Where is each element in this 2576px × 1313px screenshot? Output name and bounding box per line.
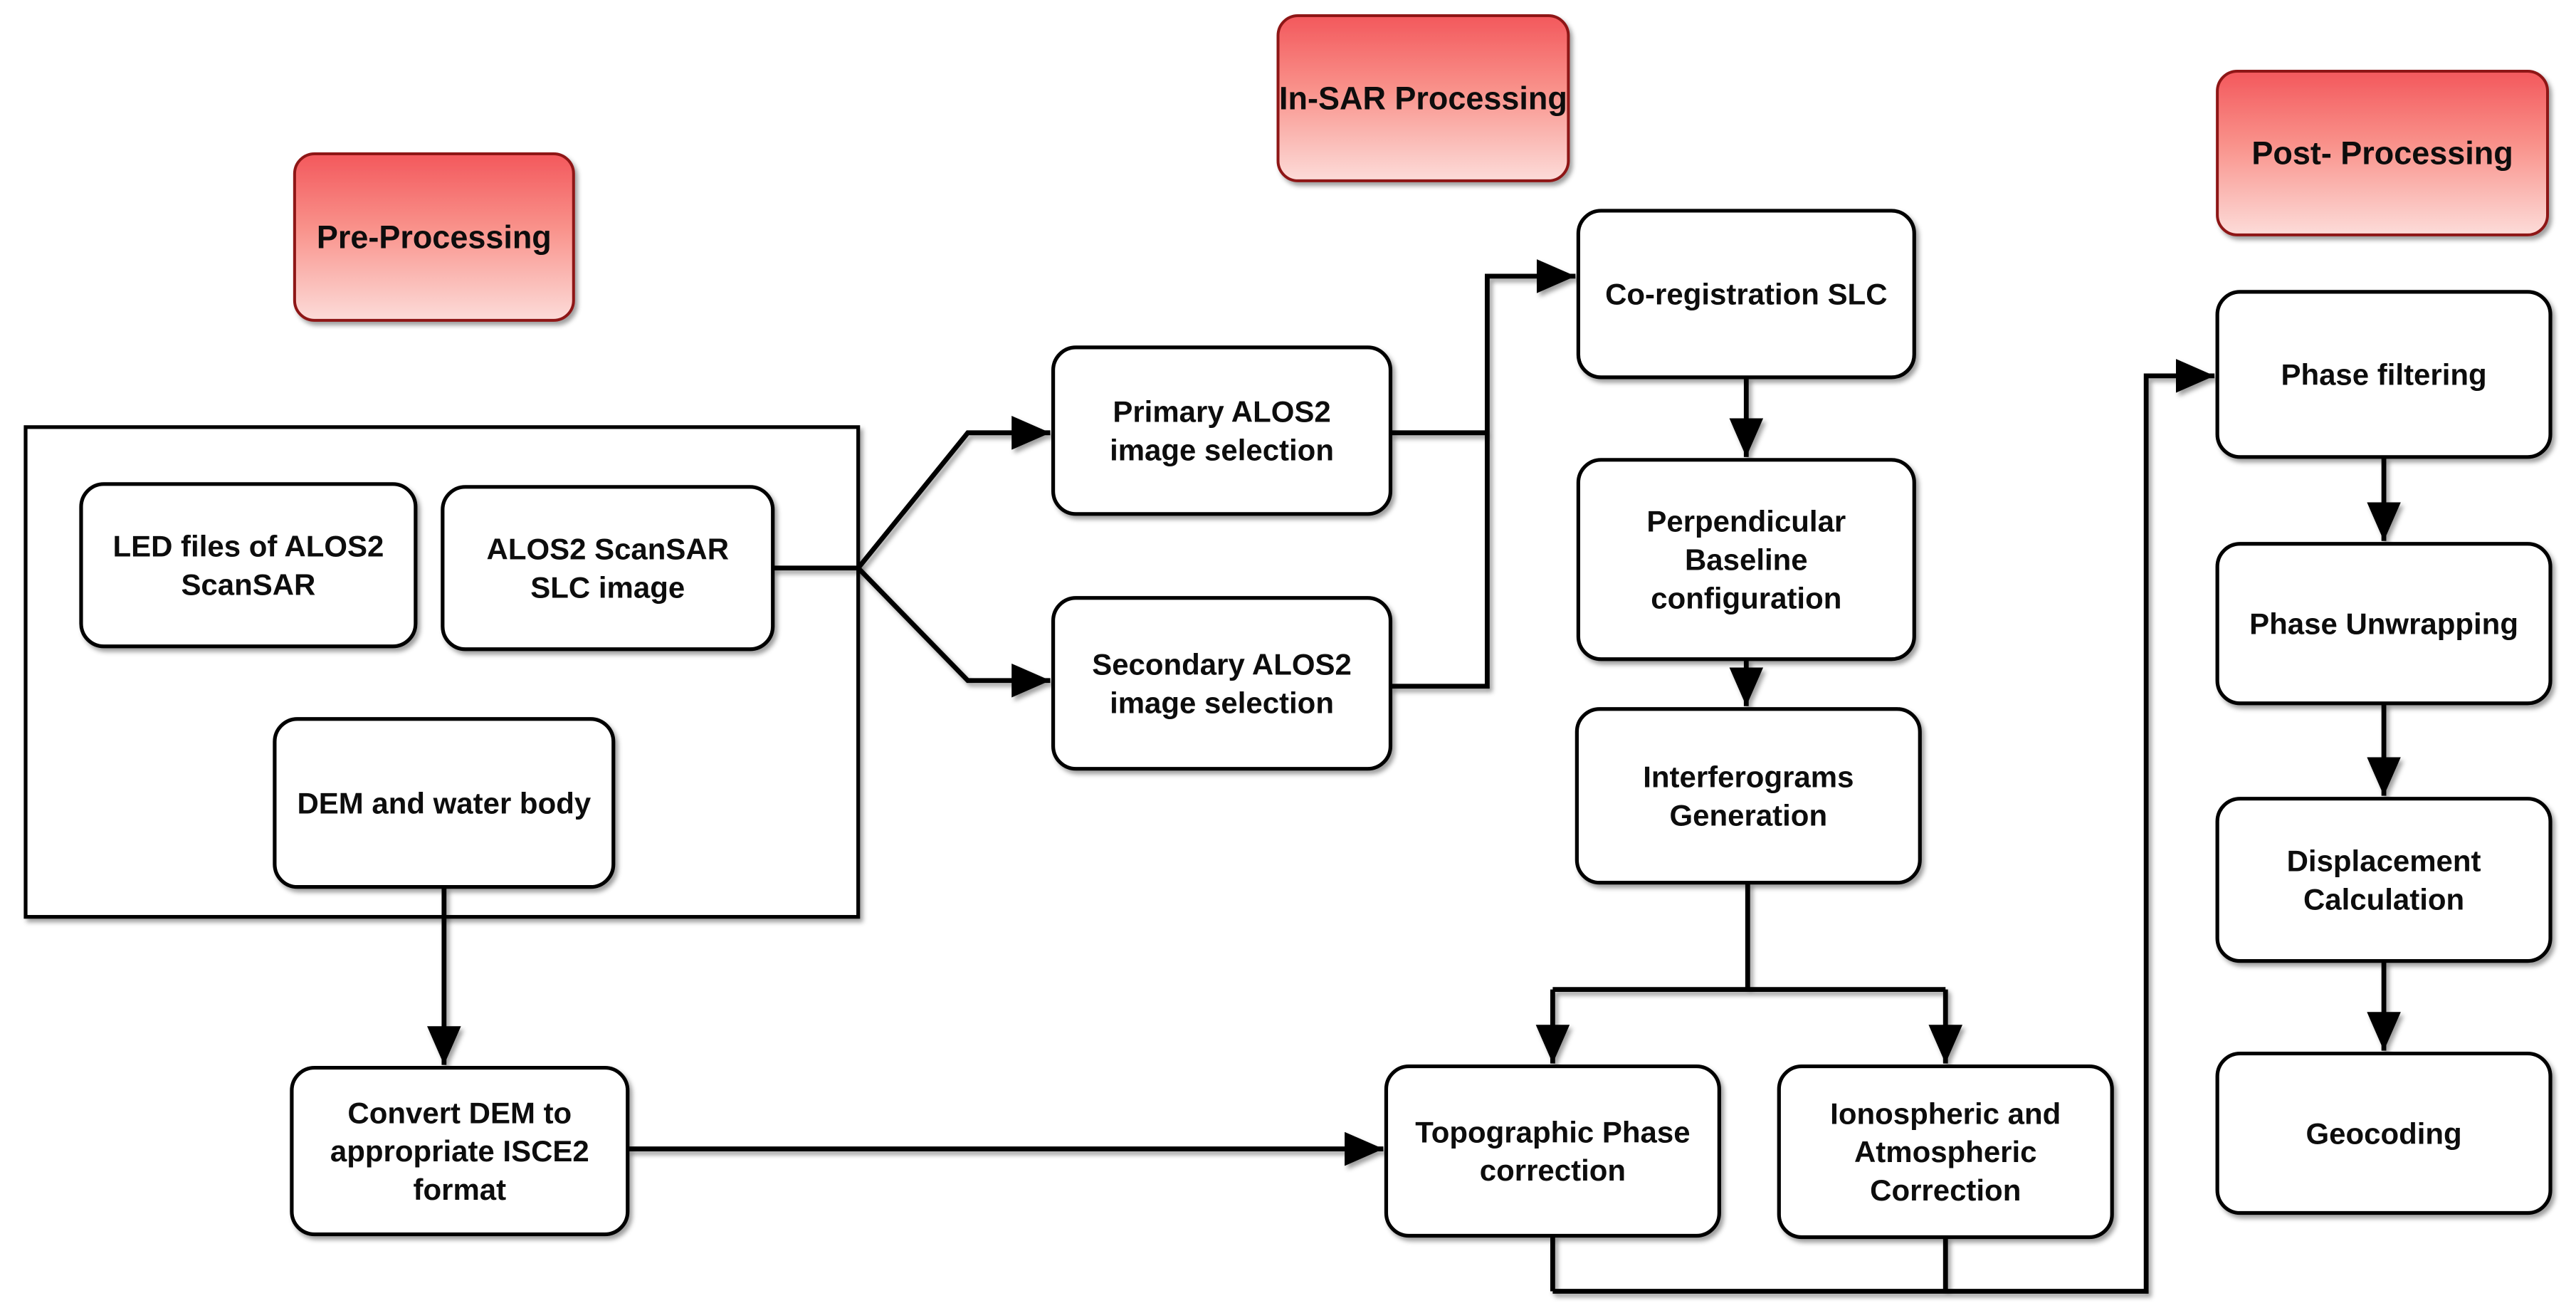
label-line: Ionospheric and bbox=[1830, 1097, 2061, 1130]
node-geocoding: Geocoding bbox=[2215, 1051, 2553, 1215]
node-box-convert-dem bbox=[290, 1065, 630, 1237]
label-line: correction bbox=[1480, 1154, 1626, 1187]
phase-header-pre-processing: Pre-Processing bbox=[293, 152, 575, 322]
label-line: Post- Processing bbox=[2251, 135, 2513, 172]
node-dem-water-body: DEM and water body bbox=[273, 717, 616, 889]
label-line: Atmospheric bbox=[1854, 1135, 2037, 1168]
edge-branch-to-primary bbox=[856, 416, 1051, 570]
node-slc-image: ALOS2 ScanSAR SLC image bbox=[441, 485, 775, 652]
label-line: Pre-Processing bbox=[317, 219, 552, 256]
label-line: Displacement bbox=[2287, 844, 2481, 877]
label-line: Interferograms bbox=[1643, 760, 1854, 793]
phase-header-box-pre-processing bbox=[293, 152, 575, 322]
node-phase-filtering: Phase filtering bbox=[2215, 290, 2553, 459]
node-box-topographic-phase bbox=[1384, 1064, 1721, 1238]
label-line: Secondary ALOS2 bbox=[1092, 647, 1352, 681]
node-box-ionospheric-atmospheric bbox=[1777, 1064, 2114, 1240]
label-line: Phase filtering bbox=[2281, 358, 2486, 392]
node-box-led-files bbox=[79, 482, 418, 649]
node-box-displacement-calculation bbox=[2215, 797, 2553, 963]
label-line: Topographic Phase bbox=[1415, 1115, 1690, 1149]
node-box-interferograms bbox=[1574, 707, 1922, 885]
label-line: image selection bbox=[1110, 434, 1334, 467]
node-box-co-registration bbox=[1576, 209, 1916, 380]
phase-header-insar-processing: In-SAR Processing bbox=[1276, 14, 1570, 182]
node-box-perpendicular-baseline bbox=[1576, 458, 1916, 661]
phase-header-box-post-processing bbox=[2216, 69, 2550, 236]
label-line: configuration bbox=[1651, 581, 1841, 614]
node-box-phase-filtering bbox=[2215, 290, 2553, 459]
label-line: ALOS2 ScanSAR bbox=[487, 532, 730, 565]
label-line: LED files of ALOS2 bbox=[112, 529, 384, 563]
label-line: SLC image bbox=[530, 570, 685, 604]
phase-header-box-insar-processing bbox=[1276, 14, 1570, 182]
edge-branch-to-secondary bbox=[856, 566, 1051, 698]
label-line: Primary ALOS2 bbox=[1113, 395, 1330, 429]
node-box-slc-image bbox=[441, 485, 775, 652]
node-box-phase-unwrapping bbox=[2215, 542, 2553, 706]
label-line: Convert DEM to bbox=[347, 1096, 572, 1129]
node-box-geocoding bbox=[2215, 1051, 2553, 1215]
label-line: image selection bbox=[1110, 686, 1334, 719]
node-primary-selection: Primary ALOS2 image selection bbox=[1051, 345, 1393, 516]
label-line: appropriate ISCE2 bbox=[330, 1134, 589, 1168]
node-box-secondary-selection bbox=[1051, 596, 1393, 771]
node-box-primary-selection bbox=[1051, 345, 1393, 516]
label-line: Correction bbox=[1870, 1173, 2021, 1207]
label-line: Baseline bbox=[1685, 543, 1808, 576]
label-line: DEM and water body bbox=[297, 786, 591, 820]
label-line: In-SAR Processing bbox=[1279, 80, 1567, 117]
label-line: format bbox=[414, 1173, 507, 1206]
node-box-dem-water-body bbox=[273, 717, 616, 889]
node-co-registration: Co-registration SLC bbox=[1576, 209, 1916, 380]
label-line: Geocoding bbox=[2306, 1116, 2461, 1150]
edge-secondary-to-coregistration bbox=[1390, 259, 1576, 689]
node-secondary-selection: Secondary ALOS2 image selection bbox=[1051, 596, 1393, 771]
node-phase-unwrapping: Phase Unwrapping bbox=[2215, 542, 2553, 706]
node-convert-dem: Convert DEM to appropriate ISCE2 format bbox=[290, 1065, 630, 1237]
label-line: ScanSAR bbox=[181, 567, 315, 601]
phase-header-post-processing: Post- Processing bbox=[2216, 69, 2550, 236]
label-line: Calculation bbox=[2303, 882, 2464, 916]
label-line: Phase Unwrapping bbox=[2249, 607, 2518, 640]
label-line: Co-registration SLC bbox=[1605, 278, 1887, 311]
edge-bottom-to-phase-filtering bbox=[1552, 359, 2215, 1294]
node-topographic-phase: Topographic Phase correction bbox=[1384, 1064, 1721, 1238]
label-line: Perpendicular bbox=[1646, 504, 1846, 538]
label-line: Generation bbox=[1670, 798, 1828, 832]
